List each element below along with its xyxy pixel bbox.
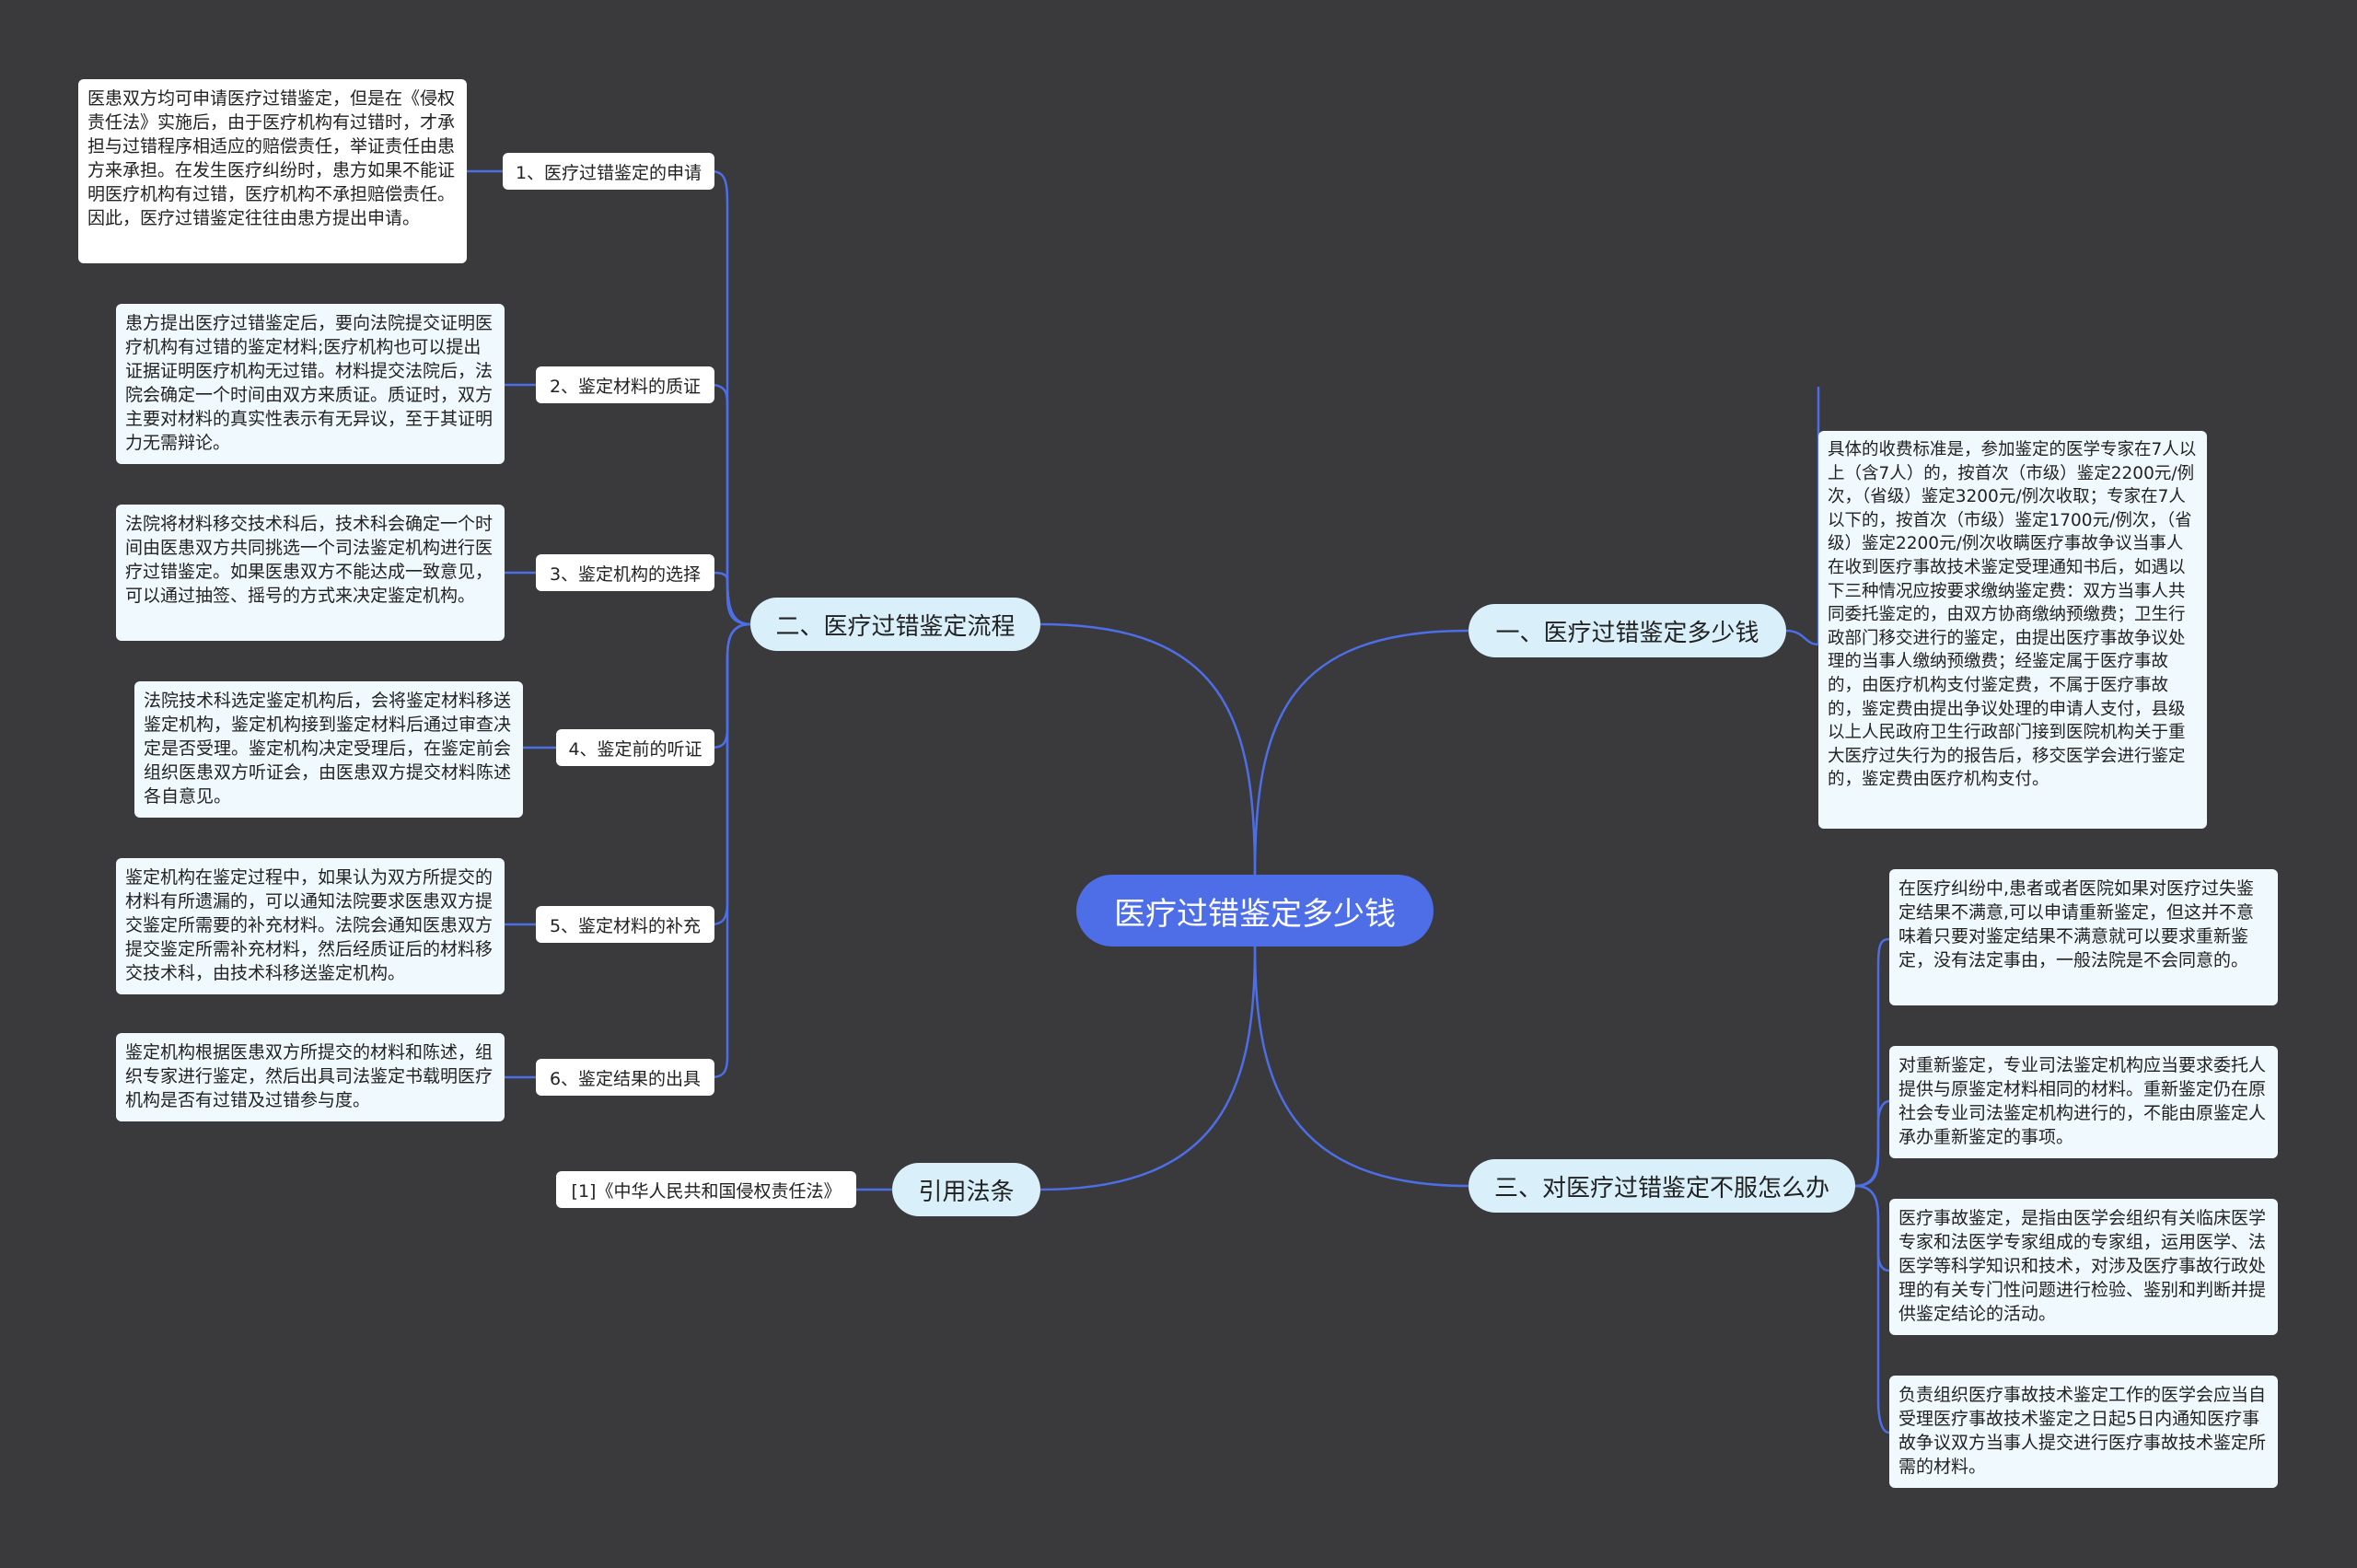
branch-law[interactable]: 引用法条	[892, 1163, 1040, 1216]
link-process-step-4	[710, 622, 751, 749]
step-4-detail: 法院技术科选定鉴定机构后，会将鉴定材料移送鉴定机构，鉴定机构接到鉴定材料后通过审…	[134, 681, 523, 818]
leaf-cost-detail: 具体的收费标准是，参加鉴定的医学专家在7人以上（含7人）的，按首次（市级）鉴定2…	[1818, 431, 2207, 829]
link-root-process	[1039, 622, 1257, 876]
link-process-step-1	[710, 169, 751, 626]
link-process-step-3	[710, 571, 751, 626]
branch-disagree[interactable]: 三、对医疗过错鉴定不服怎么办	[1469, 1159, 1855, 1213]
link-root-cost	[1253, 629, 1469, 876]
root-node[interactable]: 医疗过错鉴定多少钱	[1076, 875, 1434, 947]
link-disagree-2	[1854, 1099, 1890, 1188]
link-cost-detail	[1785, 387, 1820, 646]
branch-cost[interactable]: 一、医疗过错鉴定多少钱	[1469, 604, 1786, 657]
link-root-law	[1039, 946, 1257, 1191]
disagree-detail-3: 医疗事故鉴定，是指由医学会组织有关临床医学专家和法医学专家组成的专家组，运用医学…	[1889, 1199, 2278, 1335]
step-1-label[interactable]: 1、医疗过错鉴定的申请	[503, 153, 714, 190]
disagree-detail-4: 负责组织医疗事故技术鉴定工作的医学会应当自受理医疗事故技术鉴定之日起5日内通知医…	[1889, 1376, 2278, 1488]
link-disagree-1	[1854, 937, 1890, 1188]
link-root-disagree	[1253, 946, 1469, 1188]
link-process-step-5	[710, 622, 751, 926]
step-5-detail: 鉴定机构在鉴定过程中，如果认为双方所提交的材料有所遗漏的，可以通知法院要求医患双…	[116, 858, 505, 994]
disagree-detail-1: 在医疗纠纷中,患者或者医院如果对医疗过失鉴定结果不满意,可以申请重新鉴定，但这并…	[1889, 869, 2278, 1005]
step-4-label[interactable]: 4、鉴定前的听证	[556, 729, 714, 766]
disagree-detail-2: 对重新鉴定，专业司法鉴定机构应当要求委托人提供与原鉴定材料相同的材料。重新鉴定仍…	[1889, 1046, 2278, 1158]
step-3-detail: 法院将材料移交技术科后，技术科会确定一个时间由医患双方共同挑选一个司法鉴定机构进…	[116, 505, 505, 641]
step-5-label[interactable]: 5、鉴定材料的补充	[536, 906, 714, 943]
step-2-label[interactable]: 2、鉴定材料的质证	[536, 366, 714, 403]
law-reference[interactable]: [1]《中华人民共和国侵权责任法》	[556, 1171, 856, 1208]
link-disagree-4	[1854, 1184, 1890, 1434]
step-1-detail: 医患双方均可申请医疗过错鉴定，但是在《侵权责任法》实施后，由于医疗机构有过错时，…	[78, 79, 467, 263]
step-3-label[interactable]: 3、鉴定机构的选择	[536, 554, 714, 591]
link-process-step-6	[710, 622, 751, 1079]
branch-process[interactable]: 二、医疗过错鉴定流程	[750, 598, 1040, 651]
step-2-detail: 患方提出医疗过错鉴定后，要向法院提交证明医疗机构有过错的鉴定材料;医疗机构也可以…	[116, 304, 505, 464]
step-6-detail: 鉴定机构根据医患双方所提交的材料和陈述，组织专家进行鉴定，然后出具司法鉴定书载明…	[116, 1033, 505, 1121]
step-6-label[interactable]: 6、鉴定结果的出具	[536, 1059, 714, 1096]
link-process-step-2	[710, 383, 751, 626]
link-disagree-3	[1854, 1184, 1890, 1272]
